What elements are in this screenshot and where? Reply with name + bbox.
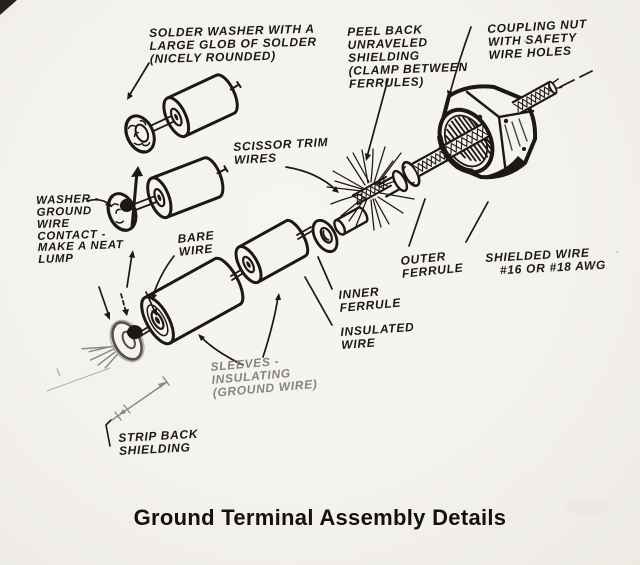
wire-stub (216, 165, 229, 175)
solder-lump (119, 198, 134, 212)
safety-wire-hole (522, 147, 526, 151)
wire-continuation-dashes (559, 70, 593, 88)
leader-sleeve-2 (262, 296, 279, 358)
move-up-arrow (130, 166, 143, 229)
nut-opening (437, 107, 495, 175)
label-peel-back-shielding: PEEL BACK UNRAVELED SHIELDING (CLAMP BET… (346, 22, 469, 91)
unraveled-shielding-burst (326, 146, 415, 231)
paper-speck (523, 39, 527, 43)
label-inner-ferrule: INNER FERRULE (337, 284, 402, 315)
braid-through-nut (438, 123, 490, 161)
leader-peel-back (366, 78, 389, 158)
leader-lines (86, 26, 489, 447)
leader-scissor-trim (285, 166, 337, 191)
label-insulated-wire: INSULATED WIRE (339, 319, 415, 352)
outer-ferrule-ring-a (391, 169, 409, 193)
label-coupling-nut: COUPLING NUT WITH SAFETY WIRE HOLES (486, 16, 588, 62)
label-washer-ground-wire: WASHER - GROUND WIRE CONTACT - MAKE A NE… (35, 192, 124, 267)
insulating-sleeve-large (140, 256, 245, 346)
leader-strip-back (105, 419, 112, 447)
coupling-nut (437, 84, 538, 180)
nut-facet-lines (465, 90, 535, 176)
label-scissor-trim-wires: SCISSOR TRIM WIRES (232, 135, 329, 167)
insulated-wire-stub (333, 206, 369, 236)
safety-wire-hole (477, 114, 483, 120)
leader-inner-ferrule (317, 256, 333, 290)
paper-smudge (566, 500, 610, 514)
arrow-washer-down-3 (145, 291, 156, 313)
opening-rim-heavy (437, 134, 475, 174)
figure-caption: Ground Terminal Assembly Details (133, 505, 507, 530)
leader-outer-ferrule (408, 198, 426, 247)
solder-washer-assembly-upper (124, 73, 242, 154)
solder-texture (110, 203, 125, 224)
leader-bare-wire (152, 255, 175, 297)
arrow-washer-down-2 (120, 293, 127, 313)
nut-facet-shading (504, 118, 528, 151)
ground-washer (81, 319, 145, 369)
safety-wire-hole (503, 118, 509, 124)
insulating-sleeve-small (234, 218, 310, 285)
solder-lump (126, 325, 143, 340)
label-bare-wire: BARE WIRE (176, 228, 215, 259)
leader-insulated-wire (304, 276, 333, 326)
shielded-wire-braid-left (411, 146, 451, 177)
paper-speck (615, 250, 619, 254)
stripped-shield-strands (81, 344, 123, 369)
ferrule-tube (378, 176, 400, 198)
bare-wire-segment (296, 226, 313, 240)
dimension-marks (46, 367, 170, 421)
scan-corner-mark (0, 0, 17, 15)
inner-ferrule-ring (311, 218, 339, 254)
arrow-washer-up (126, 253, 133, 288)
leader-shielded-wire (465, 201, 489, 243)
outer-ferrule-ring-b (401, 160, 421, 188)
label-strip-back-shielding: STRIP BACK SHIELDING (117, 426, 199, 458)
arrow-washer-down-1 (98, 286, 110, 317)
leader-solder-washer (128, 62, 150, 97)
leader-coupling-nut (449, 26, 472, 94)
solder-texture (127, 119, 151, 147)
solder-washer-assembly-lower (106, 156, 229, 232)
shielded-wire-braid-right (511, 78, 563, 115)
leader-sleeve-1 (200, 336, 244, 366)
wire-stub (229, 81, 242, 91)
nut-dark-facet (483, 156, 525, 177)
frayed-wires (326, 146, 415, 231)
axis-extension-line (46, 367, 111, 392)
label-solder-washer: SOLDER WASHER WITH A LARGE GLOB OF SOLDE… (148, 21, 317, 66)
